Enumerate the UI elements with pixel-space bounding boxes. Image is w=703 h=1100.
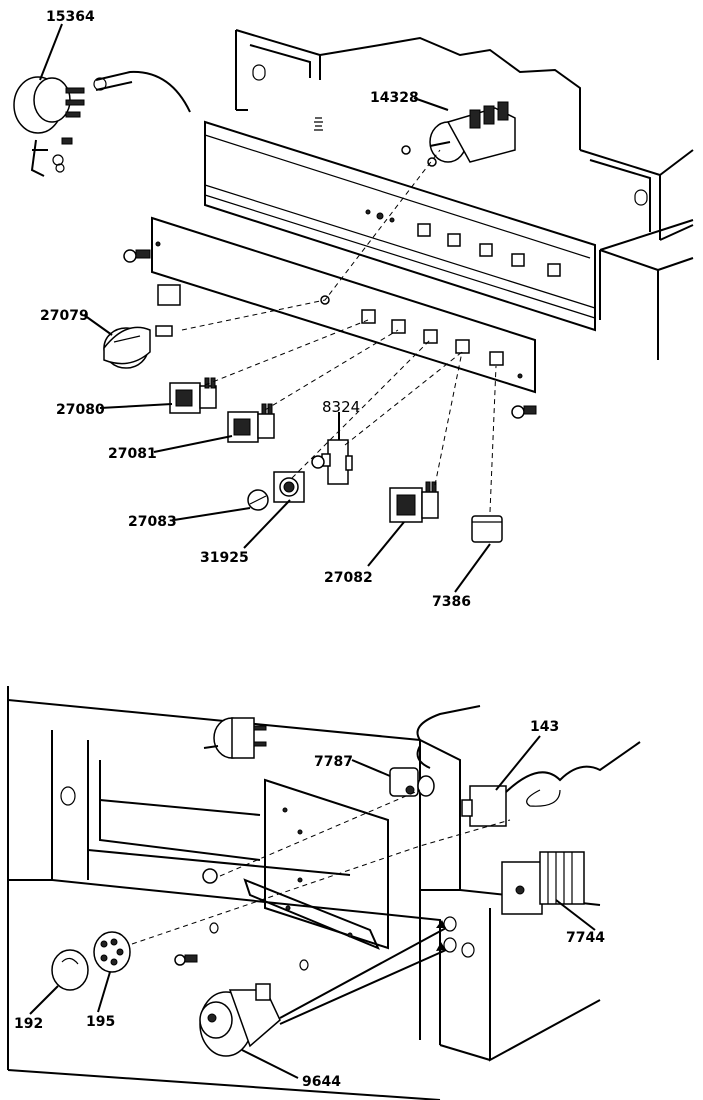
knob-192 <box>51 949 89 991</box>
switch-27082 <box>389 481 439 523</box>
rocker-switch-27080 <box>169 377 217 414</box>
timer-motor-7744 <box>501 851 585 915</box>
label-15364: 15364 <box>46 9 95 25</box>
leader-lines-top <box>39 23 491 593</box>
bracket-rail <box>204 120 596 332</box>
label-14328: 14328 <box>370 90 419 106</box>
label-7744: 7744 <box>566 930 605 946</box>
rocker-switch-27081 <box>227 403 275 443</box>
screw-bottom <box>174 954 198 966</box>
label-27082: 27082 <box>324 570 373 586</box>
lens-27083 <box>247 489 269 511</box>
assembly-lines-top <box>181 149 497 513</box>
relay-143 <box>461 741 641 827</box>
label-7386: 7386 <box>432 594 471 610</box>
part-labels: 15364 14328 27079 27080 27081 8324 27083… <box>14 9 605 1090</box>
label-27083: 27083 <box>128 514 177 530</box>
thermal-fuse-7787 <box>389 705 481 797</box>
label-195: 195 <box>86 1014 115 1030</box>
dial-195 <box>93 931 131 973</box>
leader-lines-bottom <box>29 735 596 1079</box>
bottom-assembly <box>7 686 641 1100</box>
label-27079: 27079 <box>40 308 89 324</box>
lamp-holder-31925 <box>273 471 305 503</box>
knob-27079 <box>103 284 181 369</box>
label-31925: 31925 <box>200 550 249 566</box>
label-143: 143 <box>530 719 559 735</box>
cabinet-outline <box>235 29 694 360</box>
blank-plug-7386 <box>471 515 503 543</box>
label-27080: 27080 <box>56 402 105 418</box>
front-panel <box>151 216 536 394</box>
label-8324: 8324 <box>322 398 360 416</box>
bracket-plate <box>202 778 389 950</box>
element-connector <box>203 717 267 759</box>
screws <box>123 249 537 419</box>
timer-14328 <box>314 101 516 167</box>
drain-pump-9644 <box>199 920 447 1057</box>
label-27081: 27081 <box>108 446 157 462</box>
label-9644: 9644 <box>302 1074 341 1090</box>
label-192: 192 <box>14 1016 43 1032</box>
top-assembly <box>13 23 694 593</box>
thermostat-8324 <box>311 439 353 485</box>
assembly-lines-bottom <box>131 789 511 945</box>
cabinet-lower <box>7 686 601 1100</box>
pressure-switch-15364 <box>13 70 191 177</box>
label-7787: 7787 <box>314 754 353 770</box>
